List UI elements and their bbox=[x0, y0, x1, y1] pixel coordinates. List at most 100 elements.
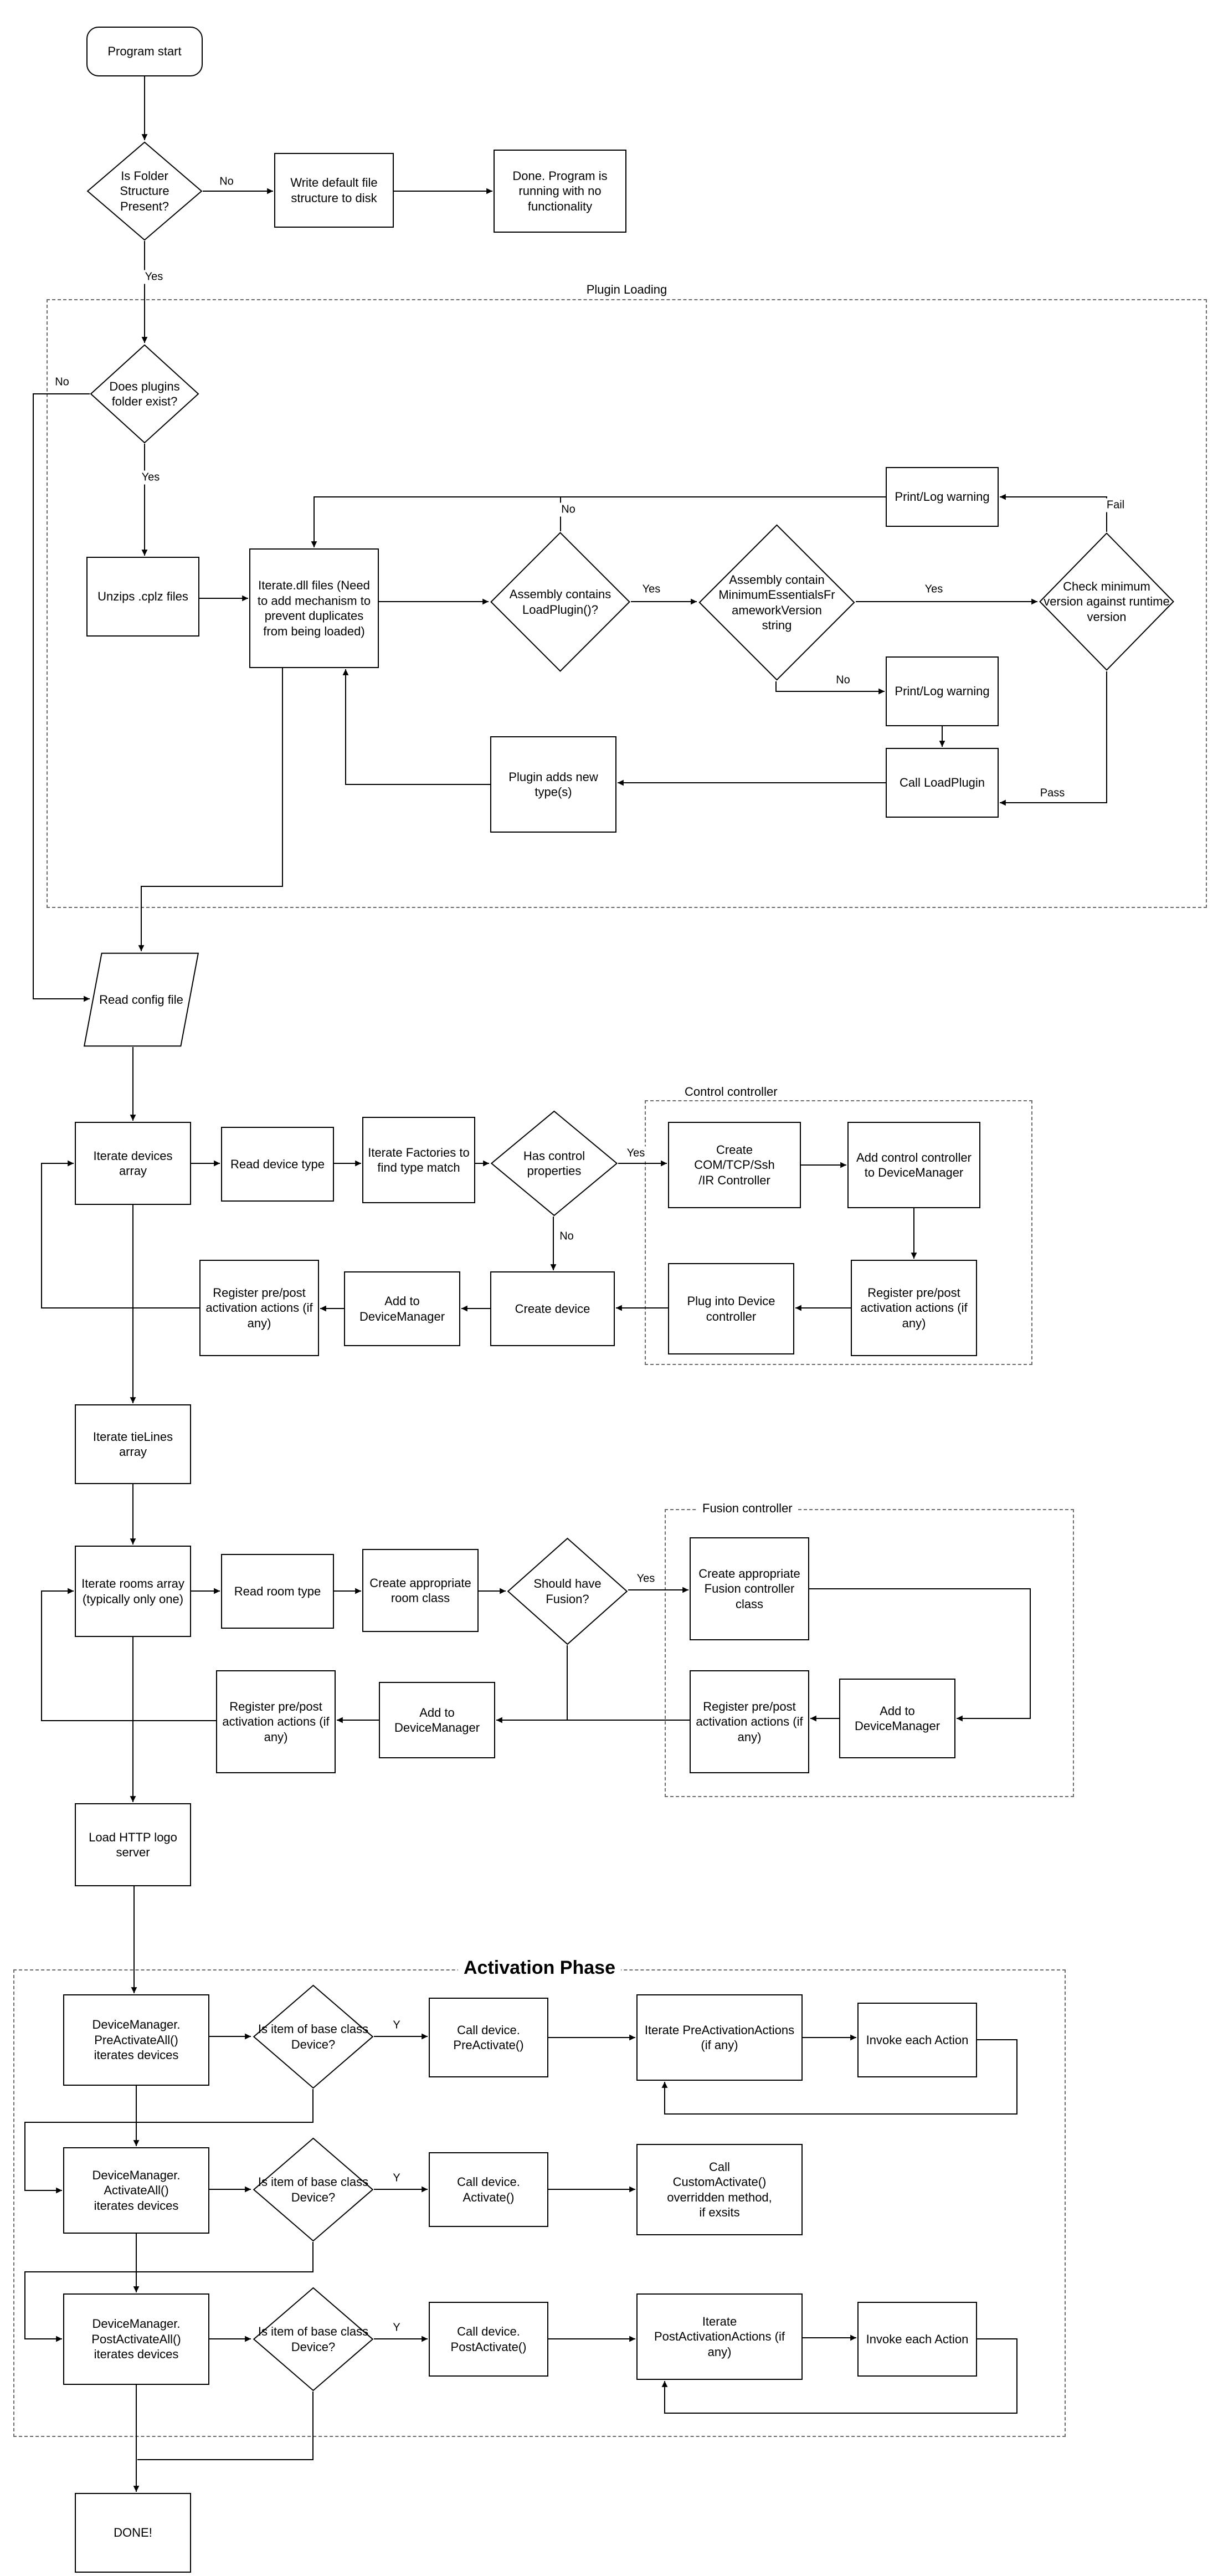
node-devicemanager-activateall: DeviceManager. ActivateAll() iterates de… bbox=[63, 2147, 209, 2234]
decision-should-have-fusion: Should have Fusion? bbox=[507, 1537, 628, 1645]
group-plugin-loading: Plugin Loading bbox=[47, 283, 1207, 908]
label: DeviceManager. PreActivateAll() iterates… bbox=[92, 2018, 181, 2062]
label: Iterate PreActivationActions (if any) bbox=[644, 2023, 795, 2052]
node-iterate-dll: Iterate.dll files (Need to add mechanism… bbox=[249, 548, 379, 668]
label: Plug into Device controller bbox=[687, 1294, 775, 1323]
diamond-shape bbox=[86, 141, 203, 241]
node-load-http-logo-server: Load HTTP logo server bbox=[75, 1803, 191, 1886]
label: Read device type bbox=[230, 1157, 325, 1171]
label: Check minimum version against runtime ve… bbox=[1044, 579, 1170, 624]
label: Create appropriate Fusion controller cla… bbox=[698, 1566, 800, 1611]
node-create-com-controller: Create COM/TCP/Ssh /IR Controller bbox=[668, 1122, 801, 1208]
node-iterate-factories: Iterate Factories to find type match bbox=[362, 1117, 475, 1203]
edge bbox=[809, 1588, 1031, 1722]
label: Create COM/TCP/Ssh /IR Controller bbox=[694, 1142, 775, 1187]
label: Iterate.dll files (Need to add mechanism… bbox=[257, 578, 371, 638]
group-activation-phase: Activation Phase bbox=[13, 1957, 1066, 2437]
node-invoke-each-action-pre: Invoke each Action bbox=[857, 2003, 977, 2077]
diamond-shape bbox=[253, 2137, 374, 2242]
label: Add to DeviceManager bbox=[359, 1294, 445, 1323]
edge-label-yes-fusion: Yes bbox=[633, 1572, 659, 1586]
edge bbox=[41, 1160, 199, 1308]
decision-is-base-device-post: Is item of base class Device? bbox=[253, 2287, 374, 2392]
label: Iterate Factories to find type match bbox=[368, 1145, 470, 1175]
edge-label-no-control: No bbox=[556, 1229, 577, 1244]
label: Call device. PostActivate() bbox=[450, 2324, 527, 2354]
diamond-shape bbox=[253, 2287, 374, 2392]
edge bbox=[24, 2089, 314, 2194]
edge-label-no-folder: No bbox=[216, 175, 237, 189]
label: Iterate rooms array (typically only one) bbox=[81, 1577, 184, 1606]
edge-label-yes-minimum: Yes bbox=[921, 582, 947, 597]
edge bbox=[137, 2392, 314, 2460]
edge bbox=[661, 2039, 1017, 2115]
decision-check-minimum-version: Check minimum version against runtime ve… bbox=[1039, 532, 1175, 671]
edge bbox=[342, 669, 490, 785]
diamond-shape bbox=[507, 1537, 628, 1645]
node-iterate-preactivationactions: Iterate PreActivationActions (if any) bbox=[636, 1994, 803, 2081]
node-done-no-functionality: Done. Program is running with no functio… bbox=[494, 150, 626, 233]
edge-label-pass: Pass bbox=[1036, 786, 1068, 800]
label: Add to DeviceManager bbox=[854, 1703, 941, 1733]
node-iterate-rooms: Iterate rooms array (typically only one) bbox=[75, 1546, 191, 1637]
label: Invoke each Action bbox=[866, 2332, 969, 2346]
node-devicemanager-postactivateall: DeviceManager. PostActivateAll() iterate… bbox=[63, 2293, 209, 2385]
group-plugin-loading-label: Plugin Loading bbox=[580, 283, 673, 297]
label: Call device. Activate() bbox=[457, 2175, 520, 2204]
decision-has-control-properties: Has control properties bbox=[490, 1110, 618, 1217]
edge bbox=[24, 2242, 314, 2342]
diamond-shape bbox=[698, 524, 856, 681]
label: Create device bbox=[515, 1301, 590, 1316]
decision-folder-structure: Is Folder Structure Present? bbox=[86, 141, 203, 241]
label: Call device. PreActivate() bbox=[453, 2023, 524, 2052]
group-control-controller: Control controller bbox=[645, 1085, 1032, 1365]
edge-label-y-pre: Y bbox=[389, 2018, 404, 2033]
label: Register pre/post activation actions (if… bbox=[860, 1285, 968, 1330]
label: Load HTTP logo server bbox=[89, 1830, 177, 1860]
node-iterate-tielines: Iterate tieLines array bbox=[75, 1404, 191, 1484]
label: Print/Log warning bbox=[895, 490, 990, 504]
node-add-to-devicemanager-fusion: Add to DeviceManager bbox=[839, 1679, 955, 1758]
node-register-prepost-control: Register pre/post activation actions (if… bbox=[851, 1260, 977, 1356]
group-control-controller-label: Control controller bbox=[679, 1085, 783, 1099]
label: Register pre/post activation actions (if… bbox=[205, 1285, 313, 1330]
node-unzips-cplz: Unzips .cplz files bbox=[86, 557, 199, 637]
node-create-device: Create device bbox=[490, 1271, 615, 1346]
group-activation-phase-label: Activation Phase bbox=[458, 1957, 621, 1979]
label: Assembly contains LoadPlugin()? bbox=[509, 587, 611, 617]
label: Is item of base class Device? bbox=[258, 2175, 369, 2204]
label: Iterate PostActivationActions (if any) bbox=[654, 2314, 785, 2359]
node-add-to-devicemanager-rooms: Add to DeviceManager bbox=[379, 1682, 495, 1758]
label: Is item of base class Device? bbox=[258, 2022, 369, 2051]
label: Print/Log warning bbox=[895, 684, 990, 699]
decision-is-base-device-pre: Is item of base class Device? bbox=[253, 1984, 374, 2089]
diamond-shape bbox=[490, 1110, 618, 1217]
edge bbox=[311, 496, 886, 547]
label: Plugin adds new type(s) bbox=[508, 769, 598, 799]
node-add-control-controller: Add control controller to DeviceManager bbox=[847, 1122, 980, 1208]
node-register-prepost-rooms: Register pre/post activation actions (if… bbox=[216, 1670, 336, 1773]
label: Should have Fusion? bbox=[533, 1577, 602, 1606]
label: Is item of base class Device? bbox=[258, 2324, 369, 2354]
label: DeviceManager. ActivateAll() iterates de… bbox=[92, 2168, 181, 2213]
node-register-prepost-fusion: Register pre/post activation actions (if… bbox=[690, 1670, 809, 1773]
node-call-customactivate: Call CustomActivate() overridden method,… bbox=[636, 2144, 803, 2235]
label: Iterate tieLines array bbox=[92, 1429, 173, 1459]
label: Assembly contain MinimumEssentialsFr ame… bbox=[718, 572, 835, 633]
edge bbox=[1000, 494, 1107, 532]
node-call-postactivate: Call device. PostActivate() bbox=[429, 2302, 548, 2377]
node-call-activate: Call device. Activate() bbox=[429, 2152, 548, 2227]
edge bbox=[661, 2338, 1017, 2414]
label: Done. Program is running with no functio… bbox=[512, 168, 608, 213]
label: Create appropriate room class bbox=[369, 1576, 471, 1605]
label: Register pre/post activation actions (if… bbox=[222, 1699, 330, 1744]
label: Read config file bbox=[99, 992, 183, 1007]
node-iterate-postactivationactions: Iterate PostActivationActions (if any) bbox=[636, 2293, 803, 2380]
edge-label-y-post: Y bbox=[389, 2321, 404, 2335]
label: Does plugins folder exist? bbox=[109, 379, 180, 409]
edge-label-yes-folder: Yes bbox=[141, 270, 167, 284]
edge-label-no-minimum: No bbox=[832, 673, 854, 687]
label: Add to DeviceManager bbox=[394, 1705, 480, 1735]
